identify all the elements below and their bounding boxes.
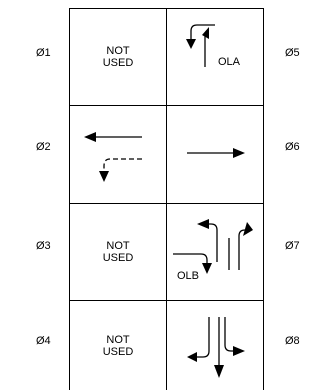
- cell-phase-3: NOT USED: [70, 204, 166, 300]
- not-used-line1: NOT: [106, 333, 130, 346]
- not-used-line2: USED: [102, 252, 134, 264]
- ola-label: OLA: [218, 56, 241, 68]
- not-used-line2: USED: [102, 345, 134, 358]
- grid-lines: [69, 8, 264, 390]
- southbound-through-and-left-turn-icon: [187, 317, 245, 378]
- cell-phase-6: [167, 106, 263, 203]
- not-used-line2: USED: [102, 57, 134, 69]
- cell-phase-2: [70, 106, 166, 203]
- cell-phase-7: OLB: [167, 204, 263, 300]
- cell-phase-1: NOT USED: [70, 9, 166, 105]
- phase-label-7: Ø7: [285, 240, 300, 252]
- phase-label-4: Ø4: [36, 335, 51, 347]
- phase-label-3: Ø3: [36, 240, 51, 252]
- left-turn-arrow-with-overlap-icon: [186, 24, 215, 67]
- phase-label-8: Ø8: [285, 335, 300, 347]
- not-used-line1: NOT: [106, 45, 130, 57]
- olb-label: OLB: [177, 270, 200, 282]
- not-used-line1: NOT: [106, 240, 130, 252]
- cell-phase-4: NOT USED: [70, 301, 166, 390]
- phase-label-1: Ø1: [36, 47, 51, 59]
- northbound-left-through-with-overlap-icon: [173, 219, 253, 274]
- phase-label-2: Ø2: [36, 141, 51, 153]
- cell-phase-8: [167, 301, 263, 390]
- eastbound-through-arrow-icon: [187, 148, 245, 158]
- phase-label-6: Ø6: [285, 141, 300, 153]
- westbound-through-and-permissive-left-icon: [84, 132, 142, 182]
- phase-diagram-grid: NOT USED OLA NOT USED: [69, 8, 264, 390]
- phase-label-5: Ø5: [285, 47, 300, 59]
- cell-phase-5: OLA: [167, 9, 263, 105]
